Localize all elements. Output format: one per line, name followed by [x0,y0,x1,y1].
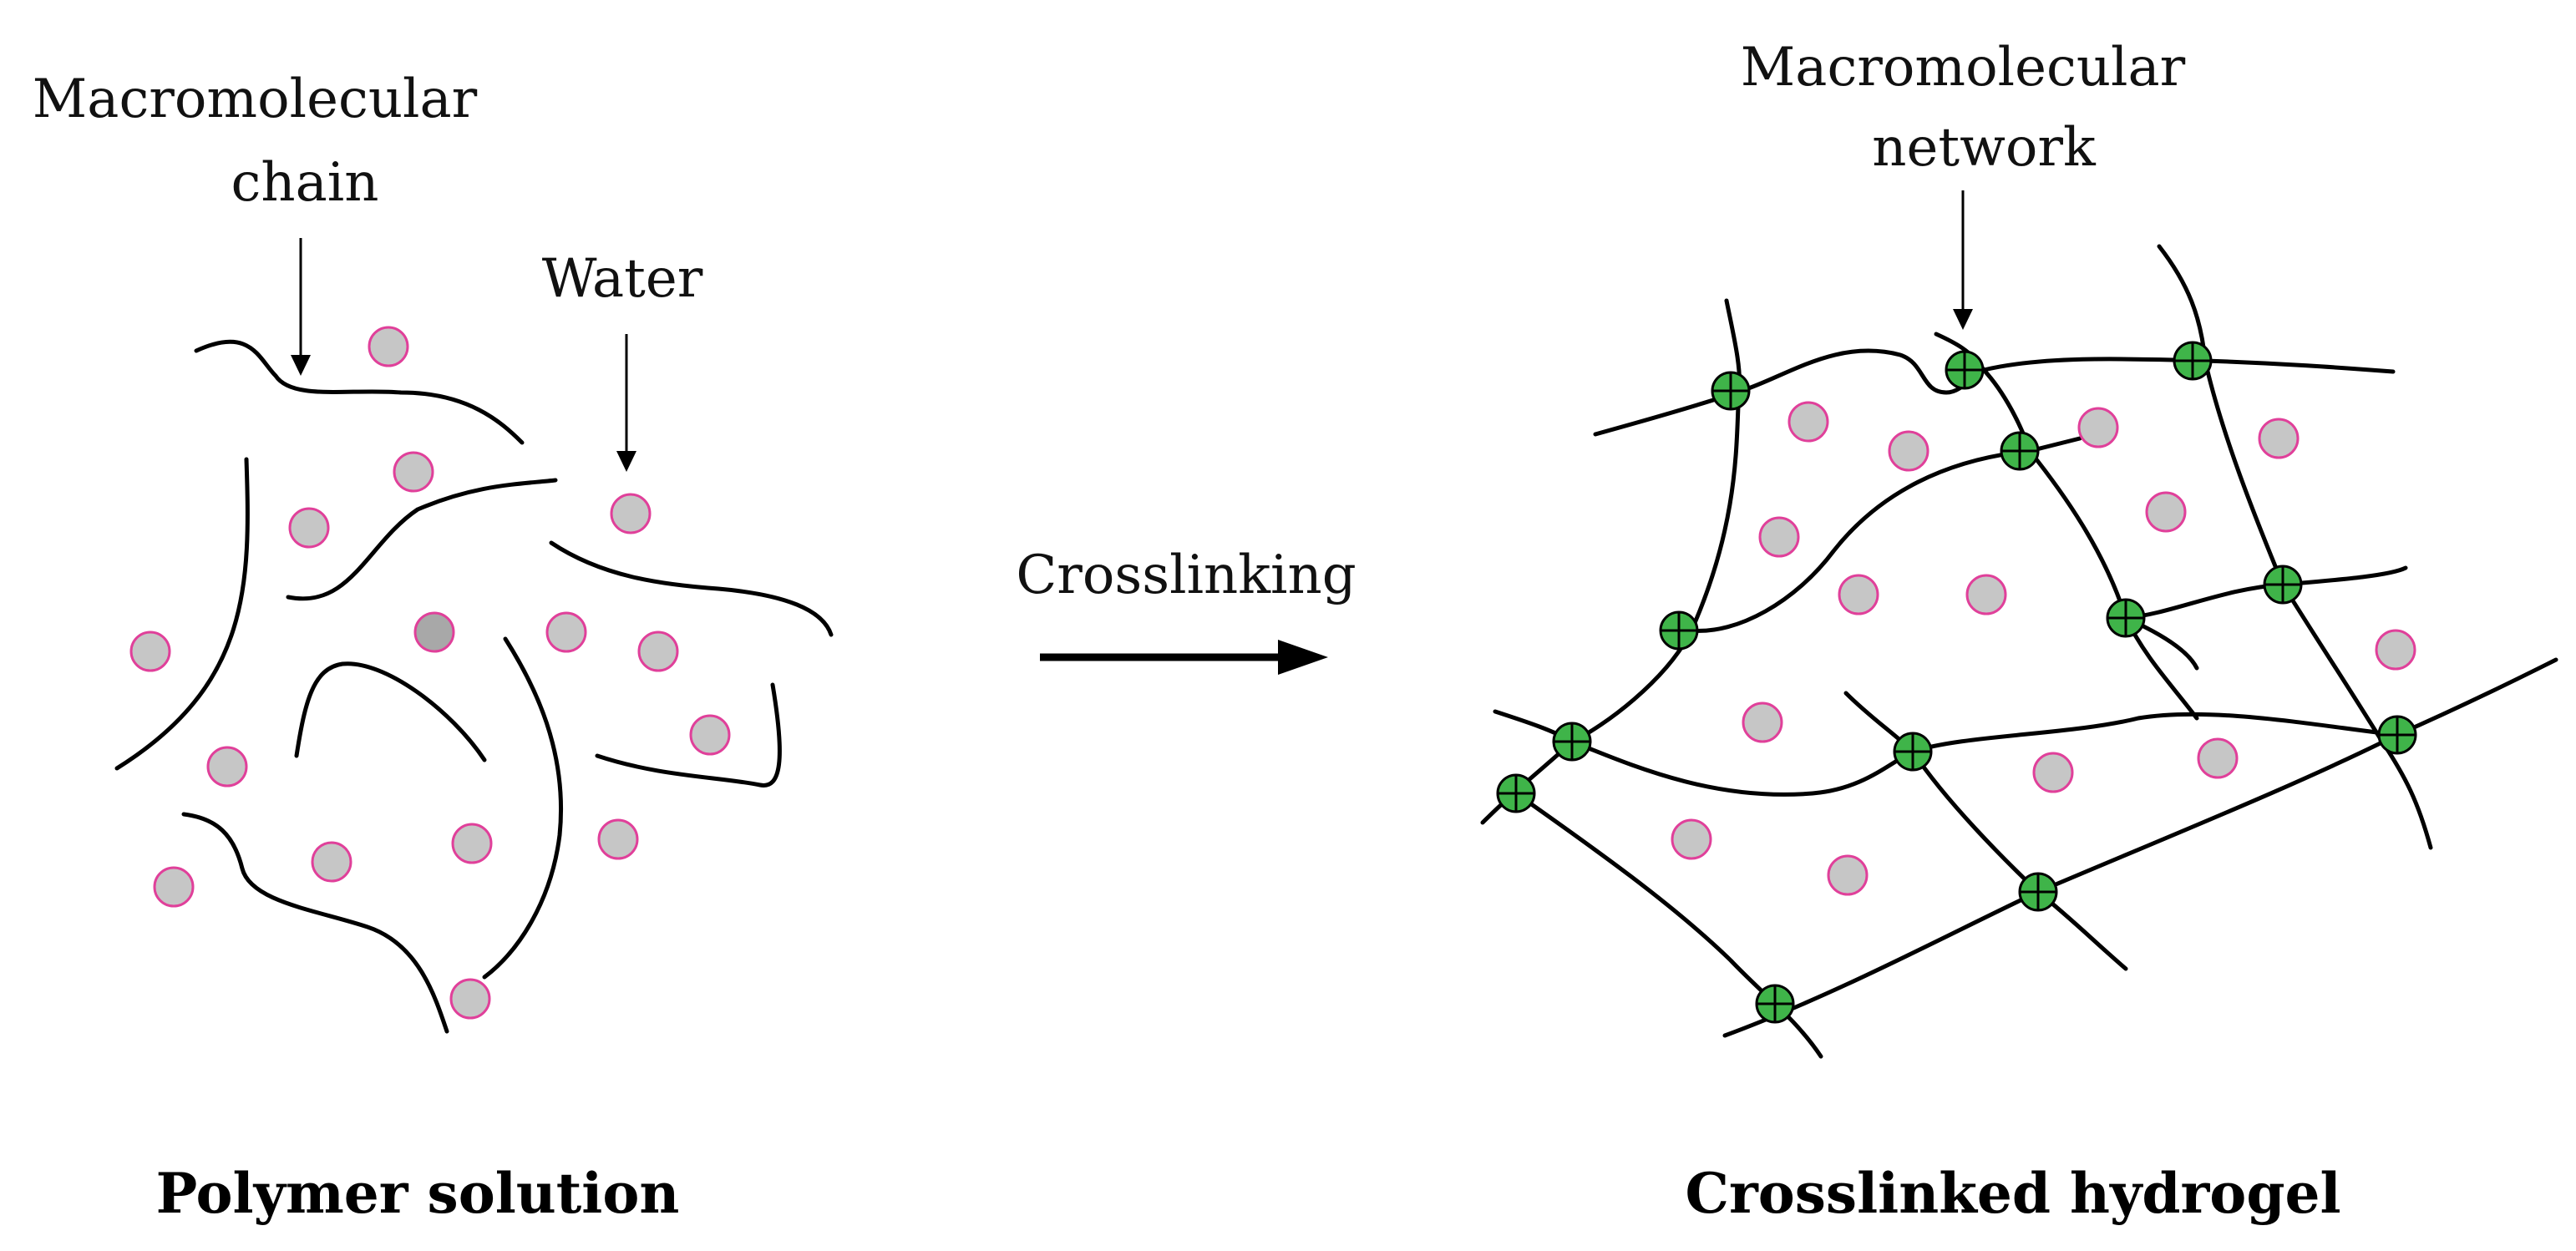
crosslink-plus-icon [2106,598,2146,638]
water-molecule [368,326,409,367]
polymer-solution-caption: Polymer solution [156,1161,680,1226]
polymer-chains [114,339,834,1034]
water-molecule [610,493,652,534]
water-molecule [1827,854,1869,896]
water-molecule [1965,574,2007,615]
water-molecule [2145,491,2187,533]
water-molecule [2032,752,2074,793]
water-molecule [413,611,455,653]
crosslinked-hydrogel-panel: Macromolecular network [1480,37,2558,1226]
crosslink-plus-icon [1755,984,1795,1024]
crosslink-plus-icon [1711,371,1751,411]
water-molecules-left [129,326,731,1020]
network-pointer-arrow [1953,190,1973,330]
macromolecular-network-label-line2: network [1872,117,2097,179]
water-molecule [597,818,639,860]
crosslinking-label: Crosslinking [1016,544,1356,606]
water-molecule [1838,574,1879,615]
crosslink-points [1496,341,2417,1024]
water-pointer-arrow [616,334,636,472]
crosslink-plus-icon [1893,732,1933,772]
macromolecular-chain-label-line1: Macromolecular [33,68,478,130]
polymer-solution-panel: Macromolecular chain Water [33,68,834,1226]
crosslink-plus-icon [1496,773,1536,813]
right-arrow-icon [1040,640,1328,675]
water-molecule [689,714,731,756]
crosslinked-hydrogel-caption: Crosslinked hydrogel [1685,1161,2340,1226]
crosslink-plus-icon [1659,610,1699,651]
water-molecule [1742,701,1783,743]
water-molecule [1787,401,1829,443]
water-molecule [2375,629,2416,671]
water-molecule [129,631,171,672]
water-molecule [1671,818,1712,860]
crosslink-plus-icon [2377,715,2417,755]
crosslink-plus-icon [1552,722,1592,762]
water-molecule [2077,407,2119,448]
water-molecule [311,841,352,883]
water-molecule [545,611,587,653]
macromolecular-chain-label-line2: chain [231,152,379,214]
chain-pointer-arrow [291,238,311,376]
water-label: Water [542,248,703,310]
macromolecular-network-label-line1: Macromolecular [1741,37,2186,99]
water-molecule [637,631,679,672]
crosslinking-process: Crosslinking [1016,544,1356,675]
water-molecule [206,746,248,788]
crosslink-plus-icon [1945,350,1985,390]
water-molecule [2197,737,2239,779]
water-molecule [1758,516,1800,558]
crosslink-plus-icon [2173,341,2213,381]
water-molecule [2258,418,2300,459]
crosslink-plus-icon [2018,872,2058,912]
water-molecule [393,451,434,493]
water-molecule [288,507,330,549]
water-molecules-right [1671,401,2416,896]
crosslink-plus-icon [2263,565,2303,605]
water-molecule [1888,430,1929,472]
water-molecule [451,823,493,864]
crosslink-plus-icon [2000,431,2040,471]
water-molecule [449,978,491,1020]
water-molecule [153,866,195,908]
